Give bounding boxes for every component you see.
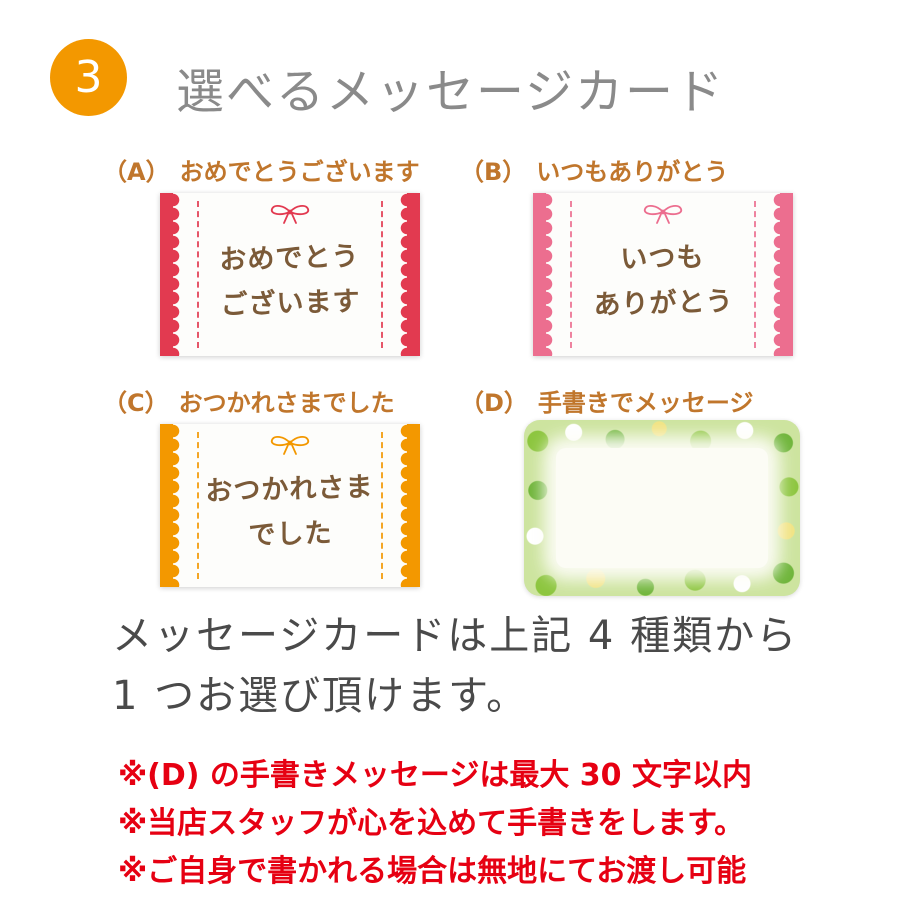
- message-card-b-image: いつも ありがとう: [533, 193, 793, 356]
- notes-list: ※(D) の手書きメッセージは最大 30 文字以内 ※当店スタッフが心を込めて手…: [118, 752, 752, 896]
- option-b-title: いつもありがとう: [536, 158, 729, 186]
- card-c-right-lace: [397, 424, 407, 587]
- card-c-right-border: [407, 424, 420, 587]
- card-a-right-dashed-line: [381, 201, 383, 348]
- message-line: ありがとう: [593, 285, 734, 321]
- ribbon-bow-icon: [160, 433, 420, 461]
- message-line: でした: [248, 517, 333, 551]
- step-number: 3: [74, 52, 103, 103]
- message-line: おめでとう: [219, 241, 360, 276]
- card-a-right-lace: [397, 193, 407, 356]
- option-d-letter: （D）: [460, 389, 528, 417]
- card-option-b-label: （B） いつもありがとう: [460, 152, 728, 187]
- message-line: いつも: [620, 241, 705, 276]
- card-b-right-lace: [770, 193, 780, 356]
- message-card-d-image: [524, 420, 800, 596]
- card-b-left-dashed-line: [570, 201, 572, 348]
- card-c-left-dashed-line: [197, 432, 199, 579]
- option-b-letter: （B）: [460, 158, 527, 186]
- note-item: ※当店スタッフが心を込めて手書きをします。: [118, 806, 745, 841]
- card-a-handwritten-message: おめでとう ございます: [204, 235, 376, 329]
- note-item: ※ご自身で書かれる場合は無地にてお渡し可能: [118, 854, 747, 889]
- option-c-title: おつかれさまでした: [178, 389, 395, 417]
- card-b-right-dashed-line: [754, 201, 756, 348]
- card-b-right-border: [780, 193, 793, 356]
- option-c-letter: （C）: [103, 389, 169, 417]
- ribbon-bow-icon: [533, 202, 793, 230]
- message-card-a-image: おめでとう ございます: [160, 193, 420, 356]
- card-a-left-dashed-line: [197, 201, 199, 348]
- section-title: 選べるメッセージカード: [176, 64, 726, 120]
- note-item: ※(D) の手書きメッセージは最大 30 文字以内: [118, 758, 752, 793]
- option-a-title: おめでとうございます: [179, 158, 420, 186]
- card-c-handwritten-message: おつかれさま でした: [204, 466, 376, 560]
- card-a-left-lace: [173, 193, 183, 356]
- card-b-left-border: [533, 193, 546, 356]
- card-option-d-label: （D） 手書きでメッセージ: [460, 383, 753, 418]
- message-line: ございます: [220, 285, 361, 321]
- card-a-right-border: [407, 193, 420, 356]
- ribbon-bow-icon: [160, 202, 420, 230]
- card-c-right-dashed-line: [381, 432, 383, 579]
- card-b-handwritten-message: いつも ありがとう: [577, 235, 749, 329]
- card-c-left-lace: [173, 424, 183, 587]
- message-card-c-image: おつかれさま でした: [160, 424, 420, 587]
- description-line-2: 1 つお選び頂けます。: [112, 673, 529, 719]
- card-b-left-lace: [546, 193, 556, 356]
- option-d-title: 手書きでメッセージ: [537, 389, 754, 417]
- blank-handwriting-area: [556, 448, 768, 568]
- step-number-badge: 3: [50, 39, 127, 116]
- card-option-c-label: （C） おつかれさまでした: [103, 383, 395, 418]
- message-line: おつかれさま: [205, 471, 374, 508]
- card-a-left-border: [160, 193, 173, 356]
- description-line-1: メッセージカードは上記 4 種類から: [112, 613, 799, 659]
- card-c-left-border: [160, 424, 173, 587]
- selection-description: メッセージカードは上記 4 種類から 1 つお選び頂けます。: [112, 606, 798, 726]
- card-option-a-label: （A） おめでとうございます: [103, 152, 420, 187]
- option-a-letter: （A）: [103, 158, 170, 186]
